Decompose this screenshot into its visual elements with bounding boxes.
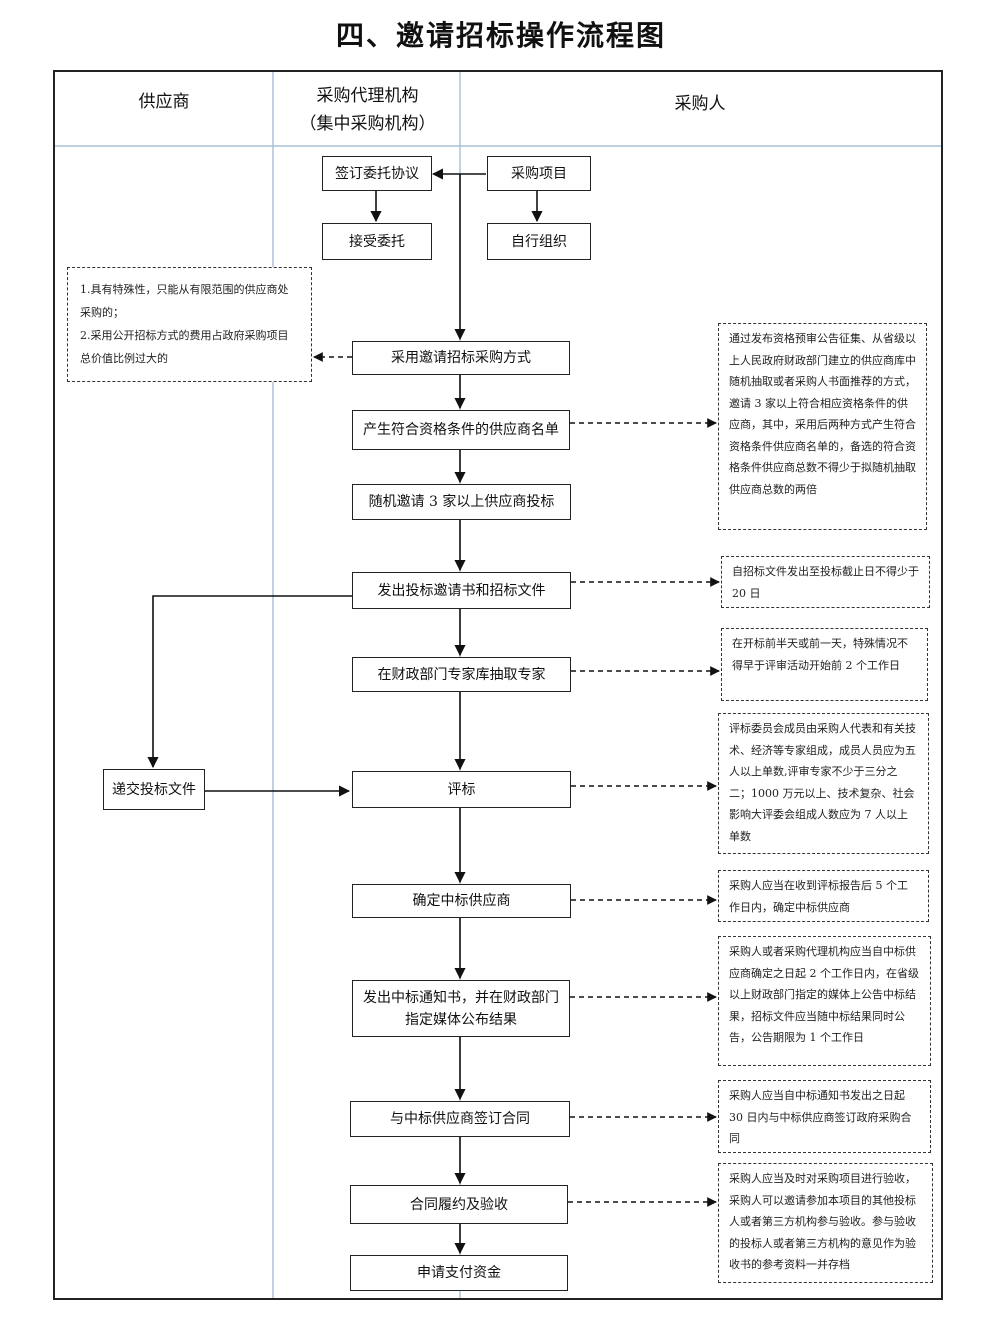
step-apply-payment: 申请支付资金	[350, 1255, 568, 1291]
lane-agency-label-line2: （集中采购机构）	[299, 114, 436, 134]
note-perform-accept: 采购人应当及时对采购项目进行验收，采购人可以邀请参加本项目的其他投标人或者第三方…	[718, 1163, 933, 1283]
step-self-organize: 自行组织	[487, 223, 591, 260]
step-issue-docs: 发出投标邀请书和招标文件	[352, 572, 571, 609]
swimlane-frame	[53, 70, 943, 1300]
step-confirm-winner: 确定中标供应商	[352, 884, 571, 918]
lane-header-agency: 采购代理机构 （集中采购机构）	[275, 82, 460, 138]
note-condition-2: 2.采用公开招标方式的费用占政府采购项目总价值比例过大的	[80, 329, 289, 365]
note-evaluate: 评标委员会成员由采购人代表和有关技术、经济等专家组成，成员人员应为五人以上单数,…	[718, 713, 929, 854]
note-confirm-winner: 采购人应当在收到评标报告后 5 个工作日内，确定中标供应商	[718, 870, 929, 922]
step-notice-line1: 发出中标通知书，并在财政部门	[363, 989, 559, 1006]
step-invite-method: 采用邀请招标采购方式	[352, 341, 570, 375]
step-sign-agreement: 签订委托协议	[322, 156, 432, 191]
page-title: 四、邀请招标操作流程图	[335, 19, 666, 52]
step-notice: 发出中标通知书，并在财政部门 指定媒体公布结果	[352, 980, 570, 1037]
step-notice-line2: 指定媒体公布结果	[405, 1011, 517, 1028]
note-conditions: 1.具有特殊性，只能从有限范围的供应商处采购的； 2.采用公开招标方式的费用占政…	[67, 267, 312, 382]
note-qualified-list: 通过发布资格预审公告征集、从省级以上人民政府财政部门建立的供应商库中随机抽取或者…	[718, 323, 927, 530]
lane-header-purchaser: 采购人	[460, 90, 940, 118]
step-submit-bid: 递交投标文件	[103, 769, 205, 810]
step-evaluate: 评标	[352, 771, 571, 808]
step-qualified-list: 产生符合资格条件的供应商名单	[352, 410, 570, 450]
note-sign-contract: 采购人应当自中标通知书发出之日起 30 日内与中标供应商签订政府采购合同	[718, 1080, 931, 1153]
note-condition-1: 1.具有特殊性，只能从有限范围的供应商处采购的；	[80, 283, 289, 319]
step-purchase-project: 采购项目	[487, 156, 591, 191]
step-perform-accept: 合同履约及验收	[350, 1185, 568, 1224]
step-sign-contract: 与中标供应商签订合同	[350, 1101, 570, 1137]
lane-agency-label-line1: 采购代理机构	[316, 86, 419, 106]
step-random-invite: 随机邀请 3 家以上供应商投标	[352, 484, 571, 520]
lane-header-supplier: 供应商	[55, 88, 273, 116]
note-issue-docs: 自招标文件发出至投标截止日不得少于 20 日	[721, 556, 930, 608]
step-accept-commission: 接受委托	[322, 223, 432, 260]
lane-supplier-label: 供应商	[138, 92, 190, 112]
lane-purchaser-label: 采购人	[674, 94, 726, 114]
step-draw-experts: 在财政部门专家库抽取专家	[352, 657, 571, 692]
arrow-docs-to-supplier	[147, 595, 352, 769]
note-draw-experts: 在开标前半天或前一天，特殊情况不得早于评审活动开始前 2 个工作日	[721, 628, 928, 701]
note-notice: 采购人或者采购代理机构应当自中标供应商确定之日起 2 个工作日内，在省级以上财政…	[718, 936, 931, 1066]
